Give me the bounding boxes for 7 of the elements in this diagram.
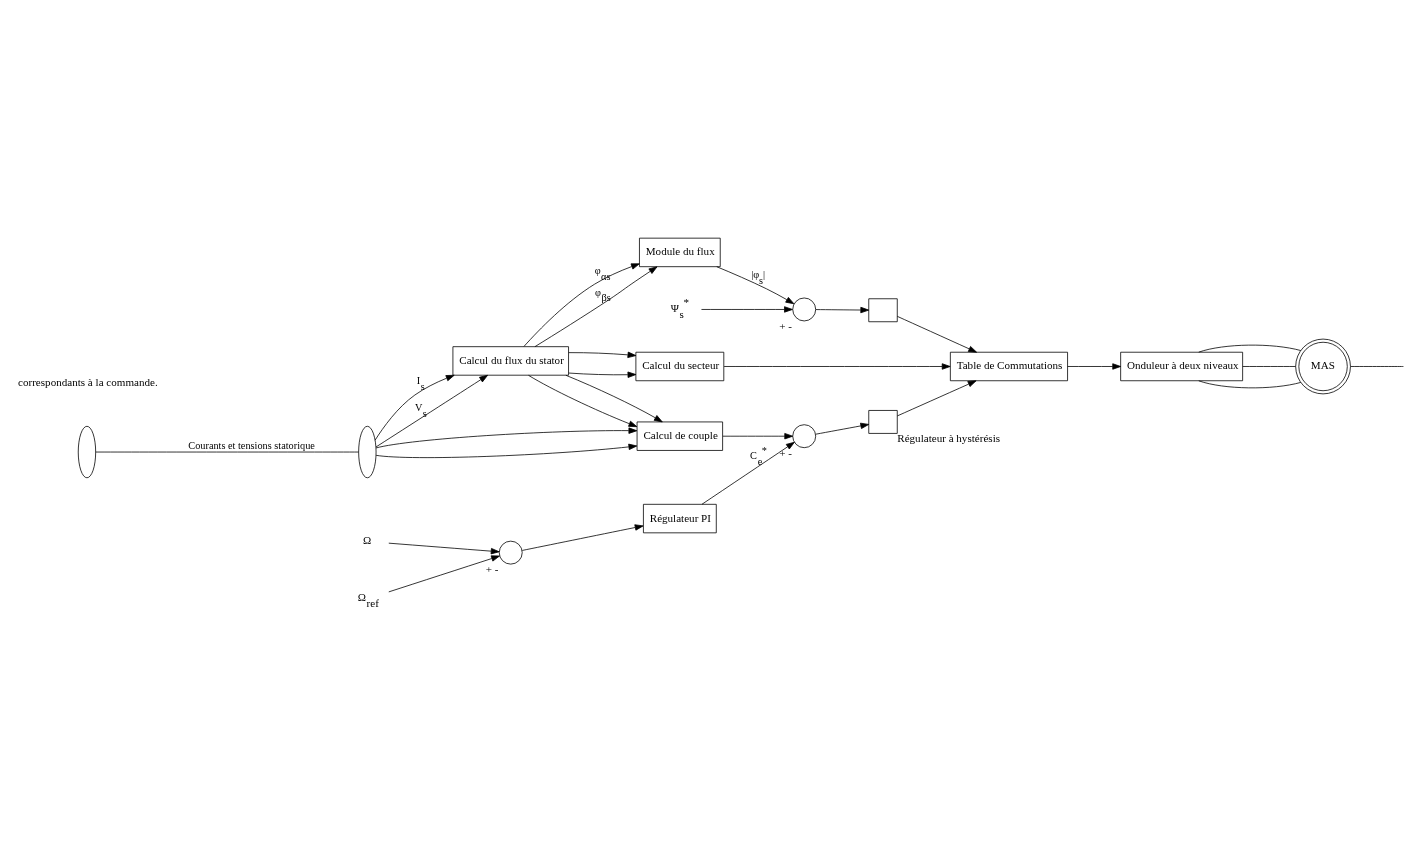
node-text: Ω xyxy=(363,533,372,546)
node-label: + - xyxy=(779,319,792,332)
node-label: + - xyxy=(779,446,792,459)
edge-label: Courants et tensions statorique xyxy=(188,439,315,451)
label: correspondants à la commande. xyxy=(18,375,158,388)
node-label: Régulateur à hystérésis xyxy=(897,431,1001,444)
node-label: + - xyxy=(485,562,499,575)
